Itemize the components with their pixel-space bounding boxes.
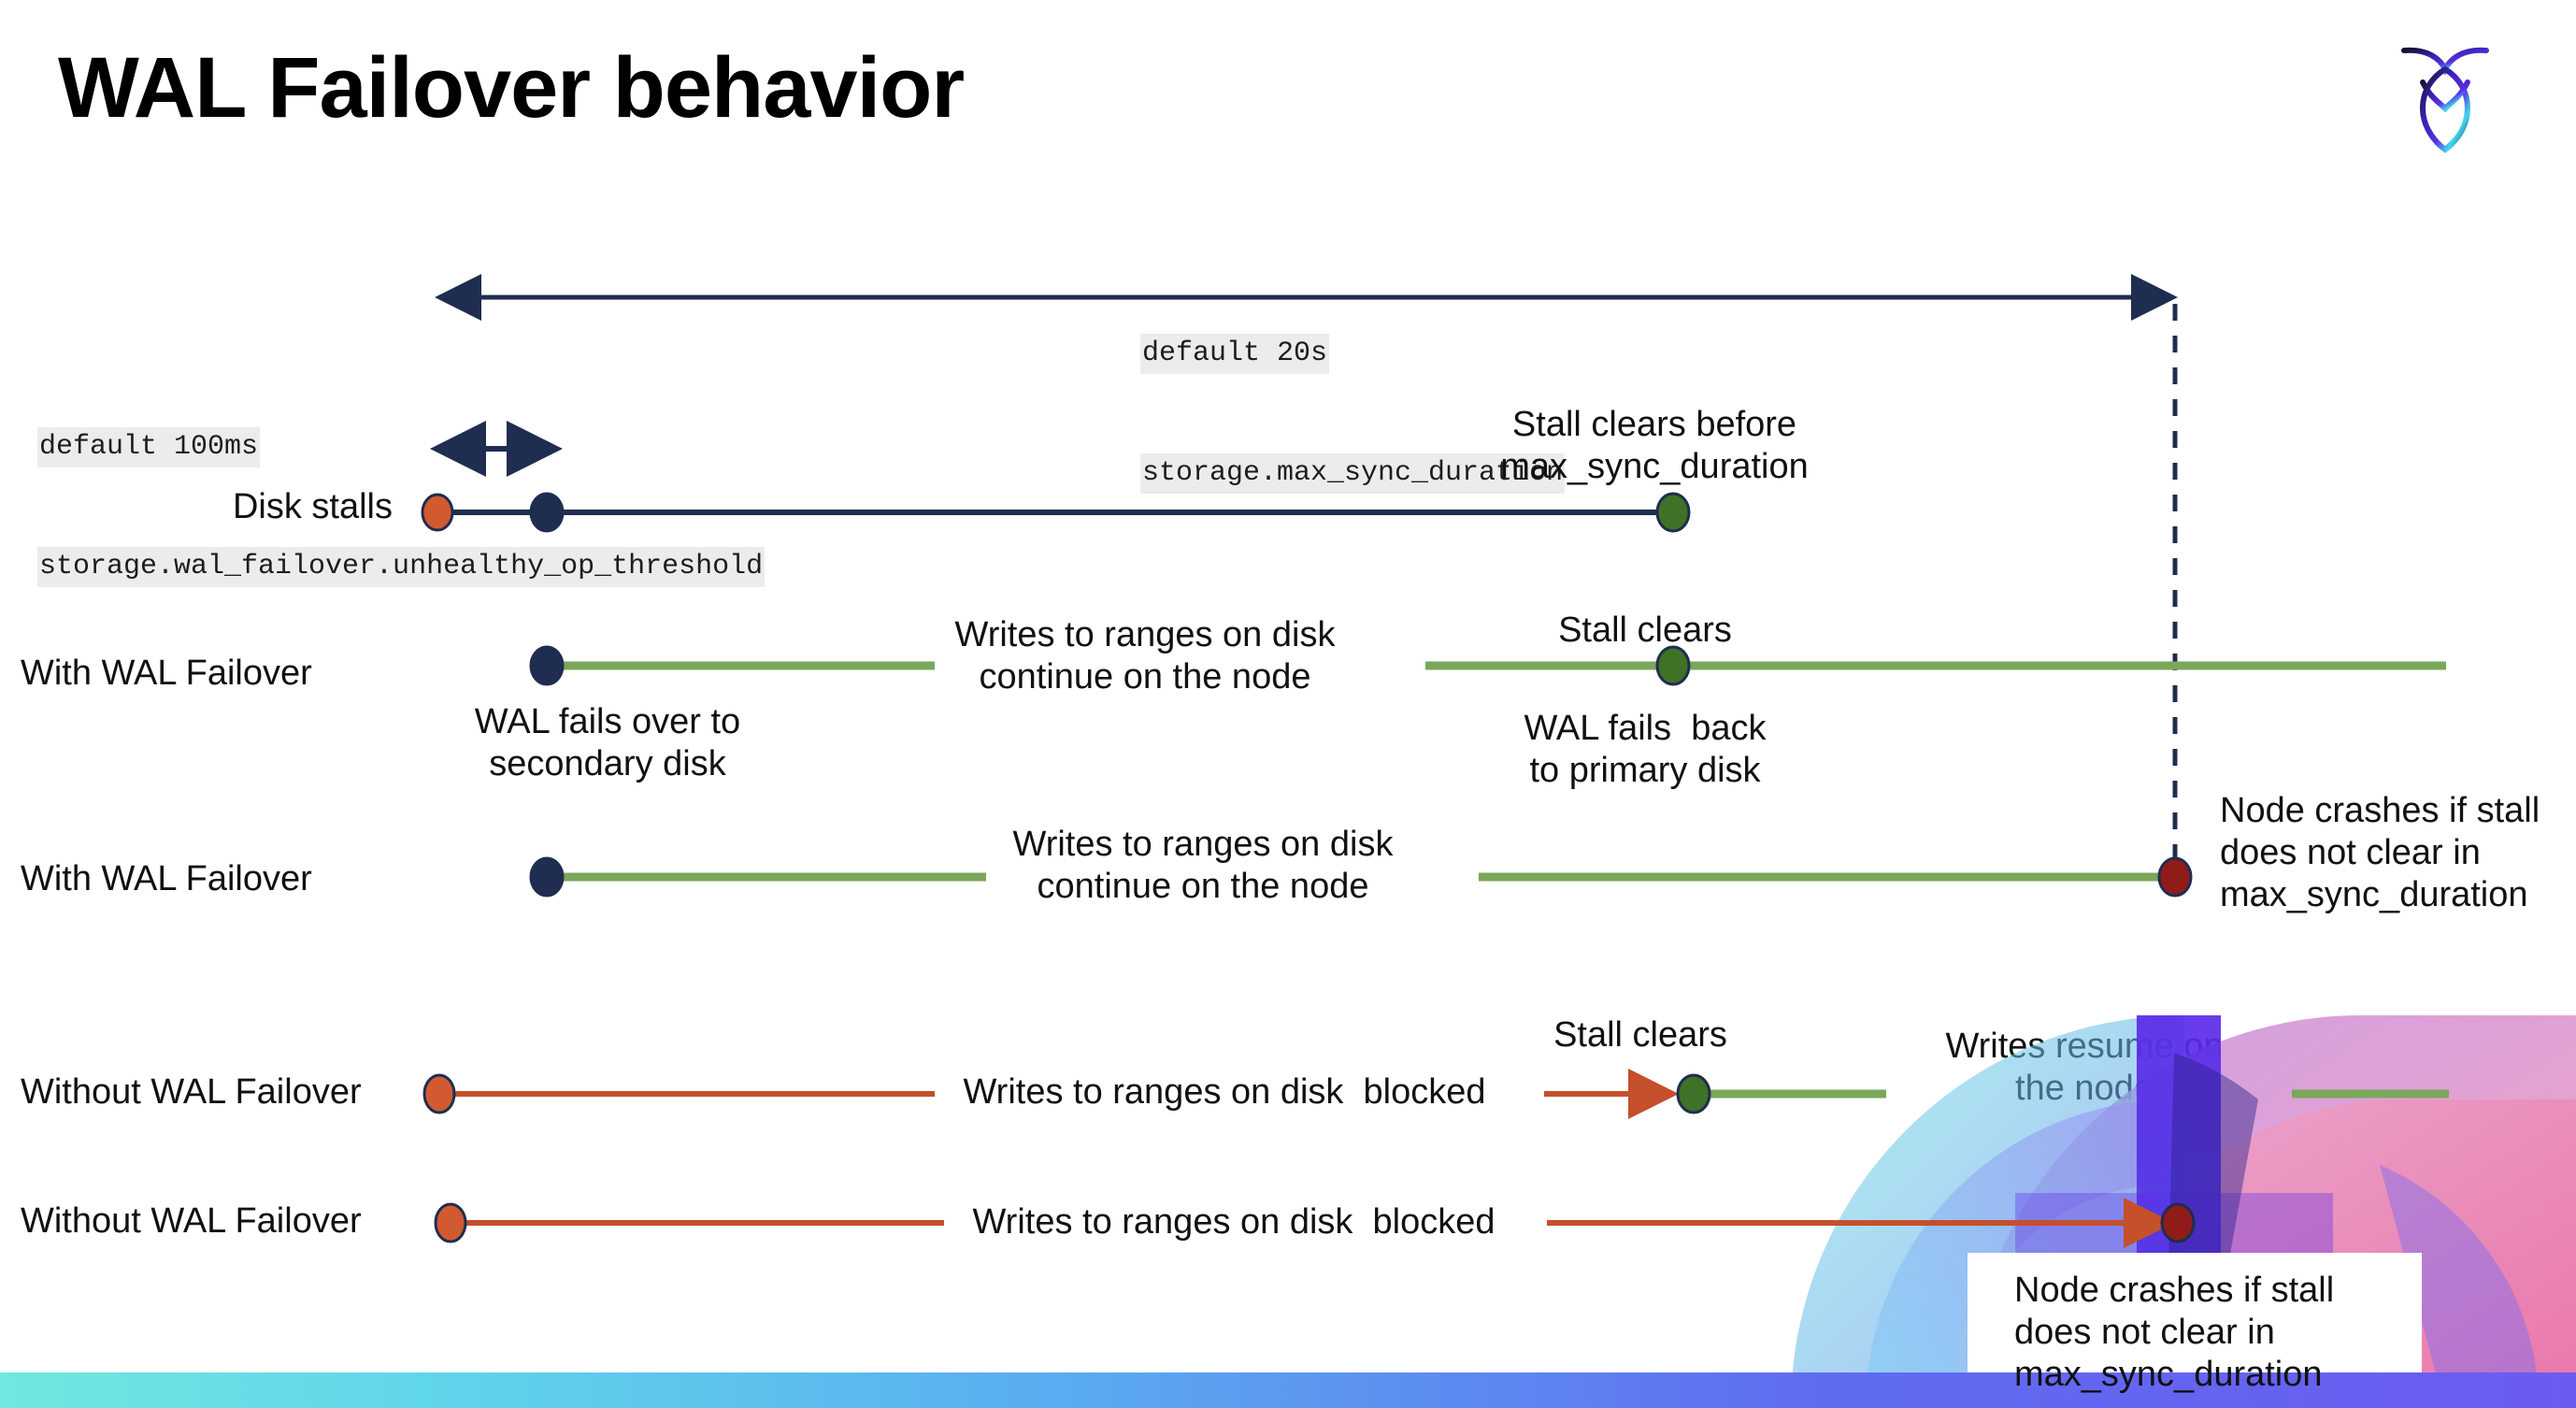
annotation-unhealthy-setting: storage.wal_failover.unhealthy_op_thresh…	[37, 546, 766, 587]
annotation-max-sync-setting: storage.max_sync_duration	[1140, 453, 1566, 494]
note-writes-continue-1: Writes to ranges on disk continue on the…	[954, 615, 1336, 697]
annotation-max-sync-duration: default 20s storage.max_sync_duration	[1140, 254, 1566, 573]
note-writes-resume: Writes resume on the node	[1945, 1027, 2224, 1108]
row-label-with-wal-failover-2: With WAL Failover	[21, 859, 312, 898]
note-wal-fails-over: WAL fails over to secondary disk	[474, 702, 741, 783]
note-writes-blocked-2: Writes to ranges on disk blocked	[972, 1202, 1496, 1242]
note-node-crashes-1: Node crashes if stall does not clear in …	[2220, 791, 2540, 914]
note-stall-clears-before: Stall clears before max_sync_duration	[1500, 405, 1809, 486]
note-wal-fails-back: WAL fails back to primary disk	[1524, 709, 1767, 790]
timeline-with-wal-failover-1	[529, 645, 2446, 686]
cockroachdb-logo-icon	[2389, 28, 2501, 159]
row-label-with-wal-failover-1: With WAL Failover	[21, 654, 312, 693]
row-label-without-wal-failover-1: Without WAL Failover	[21, 1072, 362, 1112]
note-stall-clears-1: Stall clears	[1558, 611, 1732, 650]
note-writes-continue-2: Writes to ranges on disk continue on the…	[1012, 825, 1394, 906]
marker-stall-clears-dot	[1655, 492, 1691, 533]
note-stall-clears-2: Stall clears	[1553, 1015, 1727, 1055]
row-label-without-wal-failover-2: Without WAL Failover	[21, 1201, 362, 1241]
note-node-crashes-2: Node crashes if stall does not clear in …	[2014, 1271, 2335, 1394]
page-title: WAL Failover behavior	[58, 40, 965, 136]
marker-node-crash-dot-2	[2160, 1202, 2196, 1243]
annotation-max-sync-default: default 20s	[1140, 334, 1330, 374]
marker-node-crash-dot-1	[2157, 856, 2193, 898]
note-writes-blocked-1: Writes to ranges on disk blocked	[963, 1072, 1486, 1112]
bottom-gradient-bar	[0, 1372, 2576, 1408]
marker-stall-clears-dot-2	[1676, 1073, 1711, 1114]
marker-wal-fails-back-dot	[1655, 645, 1691, 686]
annotation-unhealthy-default: default 100ms	[37, 427, 261, 467]
annotation-unhealthy-op-threshold: default 100ms storage.wal_failover.unhea…	[37, 348, 766, 667]
row-label-disk-stalls: Disk stalls	[232, 487, 393, 526]
